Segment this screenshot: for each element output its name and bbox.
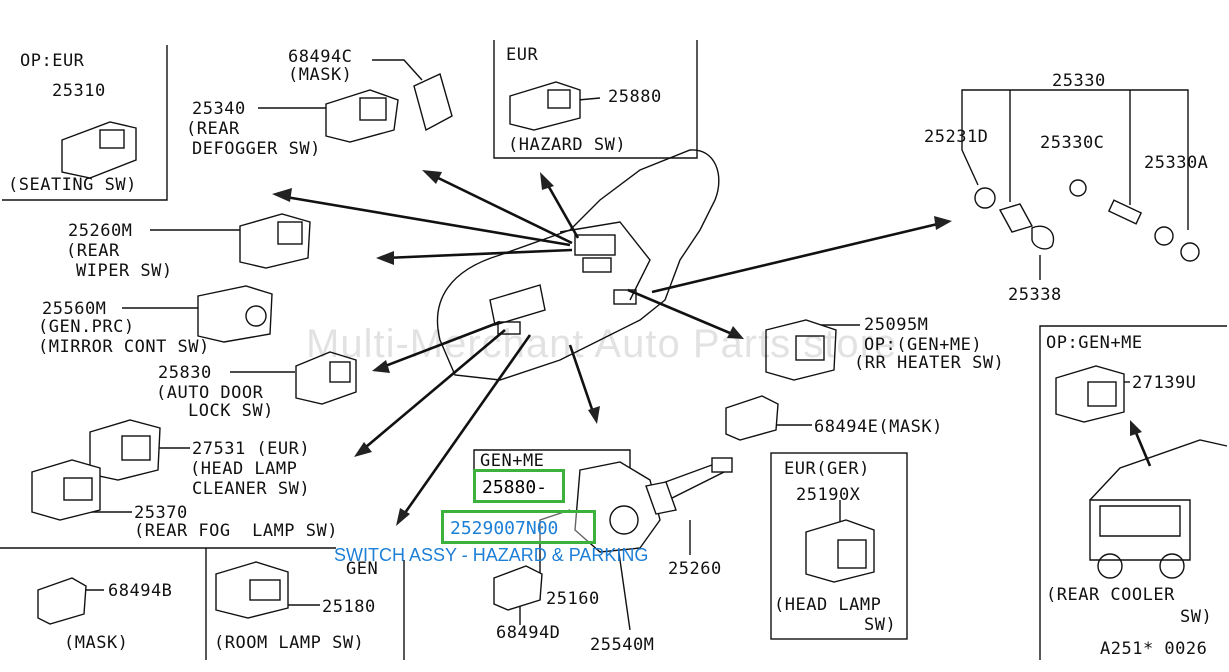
label-gen-bottom: GEN <box>346 559 379 579</box>
label-defogger-sw: DEFOGGER SW) <box>192 139 321 159</box>
label-rear-wiper: (REAR <box>66 241 120 261</box>
label-25160: 25160 <box>546 589 600 609</box>
highlight-2529007n00-box[interactable]: 2529007N00 <box>441 510 596 544</box>
label-27139u: 27139U <box>1132 373 1197 393</box>
label-25330c: 25330C <box>1040 133 1105 153</box>
label-68494b: 68494B <box>108 581 173 601</box>
label-25095m: 25095M <box>864 315 929 335</box>
label-head-lamp-sw2: SW) <box>864 615 897 635</box>
label-25830: 25830 <box>158 363 212 383</box>
label-68494c: 68494C <box>288 47 353 67</box>
label-25310: 25310 <box>52 81 106 101</box>
label-27531: 27531 (EUR) <box>192 439 311 459</box>
label-25338: 25338 <box>1008 285 1062 305</box>
label-25190x: 25190X <box>796 485 861 505</box>
inset-frames <box>0 40 1227 660</box>
label-op-eur: OP:EUR <box>20 51 85 71</box>
highlight-25880-box[interactable]: 25880- <box>473 469 565 503</box>
label-mask-c: (MASK) <box>288 65 353 85</box>
highlight-2529007n00-text: 2529007N00 <box>450 518 559 539</box>
label-wiper-sw: WIPER SW) <box>76 261 173 281</box>
label-25540m: 25540M <box>590 635 655 655</box>
label-rear-fog: (REAR FOG LAMP SW) <box>134 521 338 541</box>
label-25330a: 25330A <box>1144 153 1209 173</box>
label-eur-top: EUR <box>506 45 539 65</box>
label-25330: 25330 <box>1052 71 1106 91</box>
label-68494e: 68494E(MASK) <box>814 417 943 437</box>
label-mask-b: (MASK) <box>64 633 129 653</box>
label-seating-sw: (SEATING SW) <box>8 175 137 195</box>
label-25370: 25370 <box>134 503 188 523</box>
callout-arrows <box>272 170 952 526</box>
label-eur-ger: EUR(GER) <box>784 459 870 479</box>
watermark: Multi-Merchant Auto Parts store <box>306 322 898 366</box>
label-op-gen-me-right: OP:GEN+ME <box>1046 333 1143 353</box>
label-rear-cooler2: SW) <box>1180 607 1213 627</box>
label-lock-sw: LOCK SW) <box>188 401 274 421</box>
label-cleaner-sw: CLEANER SW) <box>192 479 311 499</box>
label-25260: 25260 <box>668 559 722 579</box>
label-25231d: 25231D <box>924 127 989 147</box>
label-rear-cooler: (REAR COOLER <box>1046 585 1175 605</box>
label-25880-top: 25880 <box>608 87 662 107</box>
label-auto-door: (AUTO DOOR <box>156 383 264 403</box>
dashboard-drawing <box>436 149 720 381</box>
label-rr-heater: (RR HEATER SW) <box>854 353 1005 373</box>
part-caption: SWITCH ASSY - HAZARD & PARKING <box>334 545 649 565</box>
highlight-25880-text: 25880- <box>482 477 548 498</box>
switch-parts <box>31 73 1228 625</box>
label-rear: (REAR <box>186 119 240 139</box>
label-head-lamp-sw: (HEAD LAMP <box>774 595 882 615</box>
label-hazard-sw: (HAZARD SW) <box>508 135 627 155</box>
label-op-gen-me: OP:(GEN+ME) <box>864 335 983 355</box>
label-25340: 25340 <box>192 99 246 119</box>
label-25260m: 25260M <box>68 221 133 241</box>
label-head-lamp: (HEAD LAMP <box>190 459 298 479</box>
label-25560m: 25560M <box>42 299 107 319</box>
label-ref-code: A251* 0026 <box>1100 639 1208 659</box>
label-25180: 25180 <box>322 597 376 617</box>
label-68494d: 68494D <box>496 623 561 643</box>
label-room-lamp: (ROOM LAMP SW) <box>214 633 365 653</box>
label-mirror-cont: (MIRROR CONT SW) <box>38 337 210 357</box>
label-gen-prc: (GEN.PRC) <box>38 317 135 337</box>
label-gen-me-box: GEN+ME <box>480 451 545 471</box>
